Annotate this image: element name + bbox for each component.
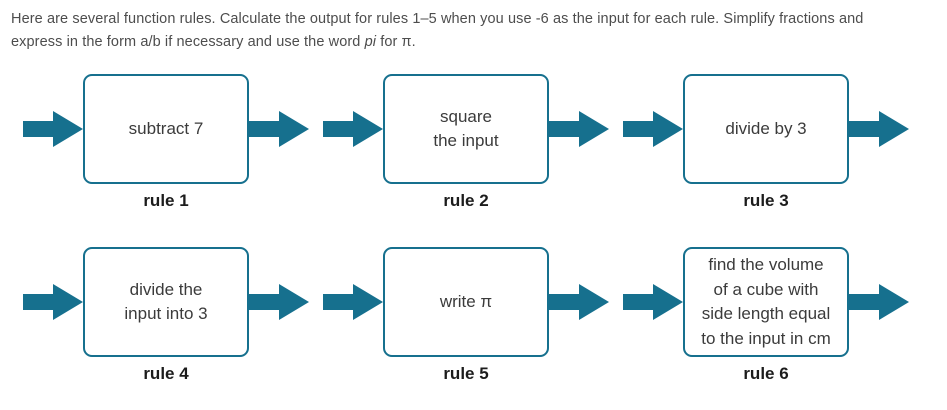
input-arrow-icon — [323, 111, 383, 147]
output-arrow-icon — [249, 284, 309, 320]
rule-flow-5: write π — [323, 247, 609, 357]
input-arrow-icon — [23, 111, 83, 147]
output-arrow-icon — [849, 111, 909, 147]
output-arrow-icon — [849, 284, 909, 320]
rule-flow-1: subtract 7 — [23, 74, 309, 184]
function-rules-diagram: subtract 7 rule 1 square the input — [23, 74, 947, 384]
rule-box-2: square the input — [383, 74, 549, 184]
rule-box-4: divide the input into 3 — [83, 247, 249, 357]
rule-box-3: divide by 3 — [683, 74, 849, 184]
output-arrow-icon — [549, 284, 609, 320]
rule-text: divide the input into 3 — [124, 279, 208, 324]
rule-label-4: rule 4 — [143, 364, 189, 383]
rule-unit-5: write π rule 5 — [323, 247, 609, 384]
input-arrow-icon — [623, 284, 683, 320]
instructions: Here are several function rules. Calcula… — [11, 8, 937, 54]
instructions-line2-tail: for π. — [376, 34, 416, 50]
rule-box-1: subtract 7 — [83, 74, 249, 184]
rule-box-6: find the volume of a cube with side leng… — [683, 247, 849, 357]
rule-unit-4: divide the input into 3 rule 4 — [23, 247, 309, 384]
rule-row-bottom: divide the input into 3 rule 4 write π — [23, 247, 947, 384]
rule-label-1: rule 1 — [143, 191, 189, 210]
rule-text: square the input — [433, 106, 499, 151]
input-arrow-icon — [23, 284, 83, 320]
rule-flow-4: divide the input into 3 — [23, 247, 309, 357]
instructions-line1: Here are several function rules. Calcula… — [11, 11, 864, 27]
rule-unit-2: square the input rule 2 — [323, 74, 609, 211]
rule-unit-3: divide by 3 rule 3 — [623, 74, 909, 211]
rule-text: subtract 7 — [128, 118, 204, 138]
instructions-line2: express in the form a/b if necessary and… — [11, 31, 937, 54]
rule-text: write π — [439, 291, 493, 311]
rule-flow-3: divide by 3 — [623, 74, 909, 184]
output-arrow-icon — [249, 111, 309, 147]
rule-unit-6: find the volume of a cube with side leng… — [623, 247, 909, 384]
rule-text: divide by 3 — [725, 118, 807, 138]
rule-label-2: rule 2 — [443, 191, 489, 210]
rule-box-5: write π — [383, 247, 549, 357]
rule-label-5: rule 5 — [443, 364, 489, 383]
worksheet-page: Here are several function rules. Calcula… — [0, 8, 947, 384]
input-arrow-icon — [623, 111, 683, 147]
instructions-line2-text: express in the form a/b if necessary and… — [11, 34, 365, 50]
rule-label-3: rule 3 — [743, 191, 789, 210]
rule-row-top: subtract 7 rule 1 square the input — [23, 74, 947, 211]
rule-unit-1: subtract 7 rule 1 — [23, 74, 309, 211]
rule-flow-6: find the volume of a cube with side leng… — [623, 247, 909, 357]
pi-word: pi — [364, 34, 377, 50]
rule-label-6: rule 6 — [743, 364, 789, 383]
input-arrow-icon — [323, 284, 383, 320]
output-arrow-icon — [549, 111, 609, 147]
rule-text: find the volume of a cube with side leng… — [701, 255, 831, 348]
rule-flow-2: square the input — [323, 74, 609, 184]
